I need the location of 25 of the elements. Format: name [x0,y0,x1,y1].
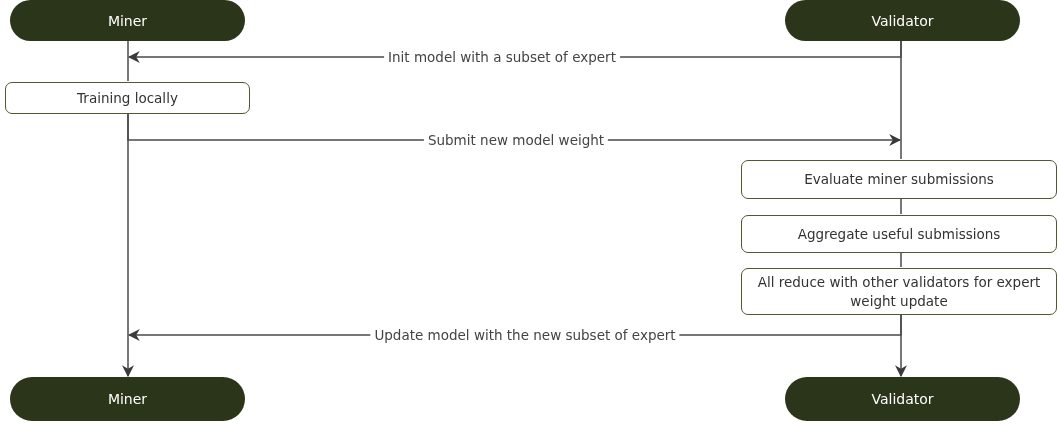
lane-header [785,0,1020,41]
lifeline [127,40,129,82]
process-box [741,268,1057,315]
process-box [741,160,1057,199]
lifeline [900,198,902,215]
edge-label: Submit new model weight [423,132,609,148]
lifeline-arrow [122,113,134,378]
node-label: Evaluate miner submissions [803,170,995,189]
node-label: Miner [106,12,149,29]
node-label: Validator [870,391,935,407]
lifeline-arrow [895,314,907,378]
edge-label: Update model with the new subset of expert [370,327,680,343]
node-label: Miner [106,391,149,407]
lifeline [900,40,902,160]
lane-header [10,0,245,41]
node-label: Aggregate useful submissions [796,224,1002,244]
lifeline [900,252,902,268]
edge-label: Init model with a subset of expert [384,49,620,65]
lane-header [10,377,245,421]
process-box [741,215,1057,253]
node-label: Training locally [76,88,179,108]
process-box [5,82,250,114]
node-label: Validator [870,12,935,29]
lane-header [785,377,1020,421]
node-label: All reduce with other validators for expert weight update [756,273,1042,310]
